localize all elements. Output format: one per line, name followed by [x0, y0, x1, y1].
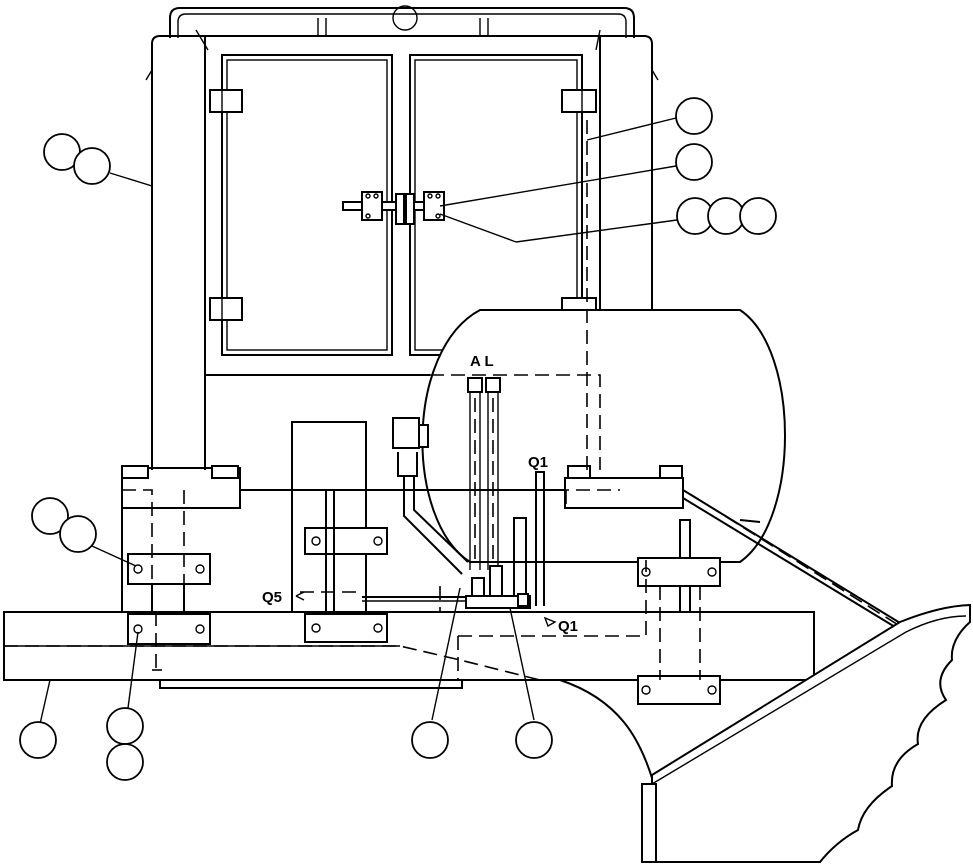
- callout-circle: [31, 497, 69, 535]
- label-q1-top: Q1: [528, 454, 548, 471]
- callout-circle: [739, 197, 777, 235]
- q1-arrow-icon: [543, 616, 557, 628]
- callout-circle: [73, 147, 111, 185]
- callout-circles: [19, 97, 777, 781]
- base-frame: [3, 417, 815, 705]
- port-labels: A L Q1 Q1 Q5: [262, 353, 578, 635]
- callout-circle: [707, 197, 745, 235]
- callout-circle: [19, 721, 57, 759]
- callout-circle: [59, 515, 97, 553]
- leader-lines: [39, 117, 678, 725]
- callout-circle: [106, 743, 144, 781]
- callout-circle: [675, 97, 713, 135]
- label-q5: Q5: [262, 589, 282, 606]
- callout-circle: [675, 143, 713, 181]
- q5-arrow-icon: [295, 591, 305, 601]
- callout-circle: [411, 721, 449, 759]
- callout-circle: [515, 721, 553, 759]
- arm-and-blade: [559, 489, 971, 863]
- label-al: A L: [470, 353, 494, 370]
- tank: [417, 309, 786, 570]
- callout-circle: [106, 707, 144, 745]
- label-q1-bottom: Q1: [558, 618, 578, 635]
- cab: [145, 5, 659, 470]
- hidden-lines: [4, 120, 701, 681]
